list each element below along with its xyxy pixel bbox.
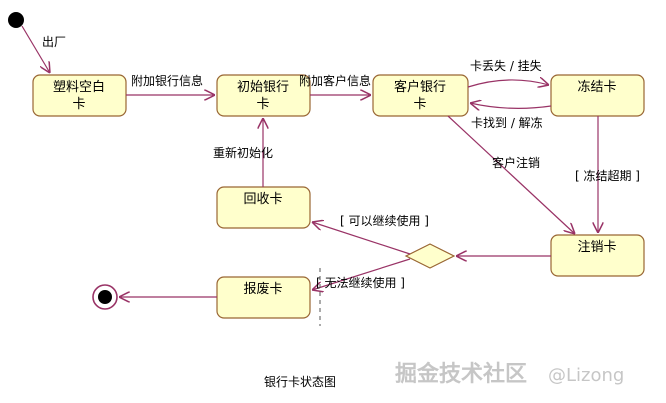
watermark-handle: @Lizong — [548, 365, 624, 386]
state-cancelled-card-label: 注销卡 — [577, 240, 616, 255]
edge-factory — [21, 25, 50, 73]
state-cancelled-card: 注销卡 — [550, 234, 645, 277]
edge-unusable — [312, 258, 411, 290]
state-scrapped-card: 报废卡 — [216, 276, 311, 319]
final-state-node — [92, 284, 118, 310]
edge-label-customer-cancel: 客户注销 — [492, 155, 540, 170]
edge-label-lost: 卡丢失 / 挂失 — [470, 58, 542, 73]
diagram-caption: 银行卡状态图 — [264, 375, 336, 389]
edge-label-reinitialize: 重新初始化 — [213, 145, 273, 160]
state-plastic-blank-card-line1: 塑料空白 — [53, 79, 105, 95]
edge-label-add-bank-info: 附加银行信息 — [131, 73, 203, 88]
decision-diamond — [404, 243, 456, 269]
state-plastic-blank-card-line2: 卡 — [72, 97, 85, 112]
initial-state-node — [8, 12, 24, 28]
edge-customer-cancel — [447, 115, 575, 234]
edge-label-found: 卡找到 / 解冻 — [471, 115, 543, 130]
state-initial-bank-card-line1: 初始银行 — [237, 80, 289, 95]
state-customer-bank-card-line2: 卡 — [413, 97, 426, 112]
state-customer-bank-card-line1: 客户银行 — [394, 79, 446, 95]
state-recycled-card: 回收卡 — [216, 186, 311, 229]
state-customer-bank-card: 客户银行 卡 — [372, 74, 469, 117]
state-initial-bank-card: 初始银行 卡 — [216, 74, 311, 117]
state-recycled-card-label: 回收卡 — [243, 192, 282, 207]
edge-label-reusable: [ 可以继续使用 ] — [340, 213, 429, 228]
edge-label-add-customer-info: 附加客户信息 — [299, 73, 371, 88]
edge-lost — [467, 80, 549, 87]
state-scrapped-card-label: 报废卡 — [243, 281, 282, 297]
state-plastic-blank-card: 塑料空白 卡 — [32, 74, 127, 117]
edge-label-unusable: [ 无法继续使用 ] — [316, 275, 405, 290]
edge-label-freeze-timeout: [ 冻结超期 ] — [575, 168, 640, 183]
watermark-text: 掘金技术社区 — [395, 361, 527, 387]
state-frozen-card: 冻结卡 — [550, 74, 645, 117]
state-frozen-card-label: 冻结卡 — [577, 79, 616, 95]
edge-reusable — [312, 222, 411, 255]
edge-found — [470, 103, 552, 108]
state-initial-bank-card-line2: 卡 — [256, 97, 269, 112]
edge-label-factory: 出厂 — [42, 35, 66, 49]
